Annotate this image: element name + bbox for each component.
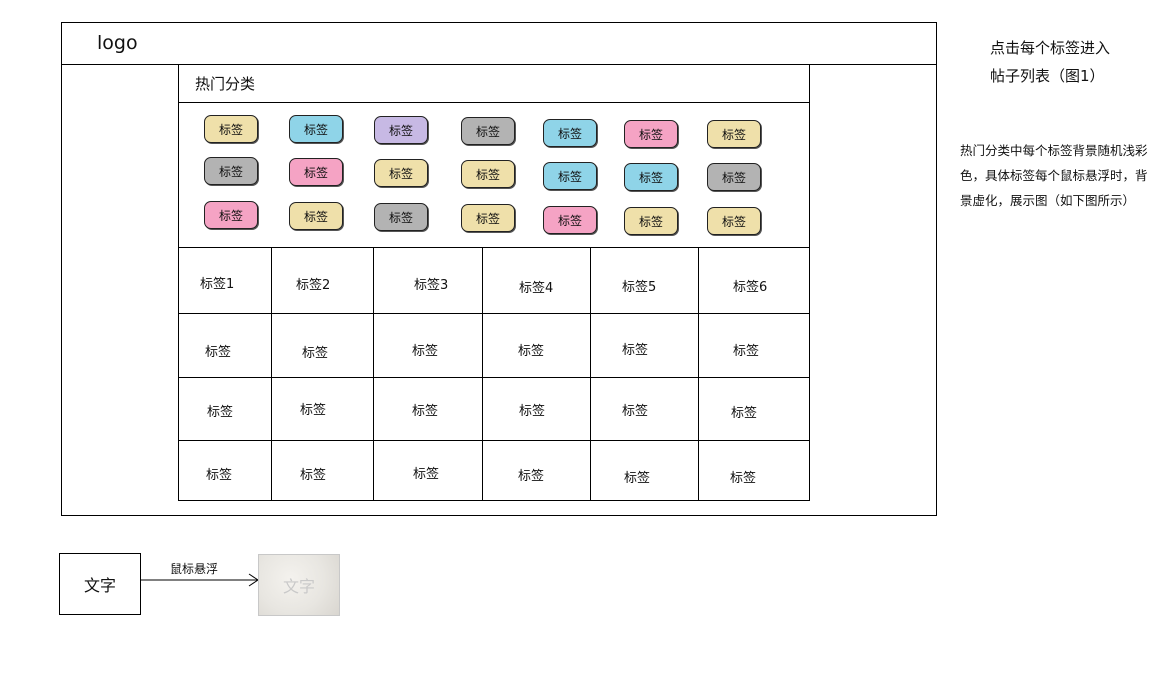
grid-tag[interactable]: 标签 [302,346,329,361]
grid-tag[interactable]: 标签 [518,469,545,484]
grid-tag[interactable]: 标签 [300,403,327,418]
annotation-side: 热门分类中每个标签背景随机浅彩色，具体标签每个鼠标悬浮时，背景虚化，展示图（如下… [960,143,1148,208]
tag-chip[interactable]: 标签 [289,158,343,186]
grid-tag[interactable]: 标签 [413,467,440,482]
tag-chip[interactable]: 标签 [707,163,761,191]
grid-divider [271,248,272,501]
tag-chip[interactable]: 标签 [624,207,678,235]
grid-tag[interactable]: 标签 [412,344,439,359]
tag-chip[interactable]: 标签 [461,160,515,188]
tag-chip[interactable]: 标签 [543,206,597,234]
grid-tag[interactable]: 标签 [730,471,757,486]
grid-tag[interactable]: 标签 [519,404,546,419]
tag-chip[interactable]: 标签 [374,116,428,144]
grid-tag[interactable]: 标签 [731,406,758,421]
tag-chip[interactable]: 标签 [374,203,428,231]
tag-chip[interactable]: 标签 [707,120,761,148]
grid-divider [178,377,809,378]
tag-chip[interactable]: 标签 [543,162,597,190]
arrow-right-icon [141,573,259,587]
grid-divider [698,248,699,501]
header-divider [62,64,936,65]
annotation-top-line2: 帖子列表（图1） [990,67,1105,85]
tag-chip[interactable]: 标签 [624,163,678,191]
panel-title: 热门分类 [195,75,256,93]
tag-chip[interactable]: 标签 [461,117,515,145]
grid-tag[interactable]: 标签 [300,468,327,483]
grid-tag[interactable]: 标签 [207,405,234,420]
grid-divider [590,248,591,501]
grid-tag[interactable]: 标签 [622,343,649,358]
demo-normal-tag[interactable]: 文字 [59,553,141,615]
grid-divider [482,248,483,501]
grid-tag[interactable]: 标签 [733,344,760,359]
demo-hover-tag[interactable]: 文字 [258,554,340,616]
panel-title-divider [178,102,810,103]
grid-tag[interactable]: 标签 [205,345,232,360]
grid-divider [178,313,809,314]
tag-chip[interactable]: 标签 [543,119,597,147]
hover-label: 鼠标悬浮 [170,562,219,576]
grid-header-tag[interactable]: 标签1 [200,277,235,292]
logo[interactable]: logo [97,32,138,54]
hot-categories-panel [178,64,810,501]
tag-chip[interactable]: 标签 [461,204,515,232]
grid-header-tag[interactable]: 标签5 [622,280,657,295]
tag-chip[interactable]: 标签 [204,115,258,143]
grid-header-tag[interactable]: 标签3 [414,278,449,293]
tag-chip[interactable]: 标签 [624,120,678,148]
grid-tag[interactable]: 标签 [624,471,651,486]
tag-chip[interactable]: 标签 [204,201,258,229]
grid-header-tag[interactable]: 标签2 [296,278,331,293]
annotation-top: 点击每个标签进入 帖子列表（图1） [990,34,1140,90]
grid-divider [373,248,374,501]
grid-tag[interactable]: 标签 [412,404,439,419]
tag-chip[interactable]: 标签 [707,207,761,235]
grid-header-tag[interactable]: 标签6 [733,280,768,295]
grid-tag[interactable]: 标签 [206,468,233,483]
tag-chip[interactable]: 标签 [289,202,343,230]
grid-divider [178,440,809,441]
page-frame [61,22,937,516]
tag-chip[interactable]: 标签 [204,157,258,185]
annotation-top-line1: 点击每个标签进入 [990,39,1111,57]
grid-header-tag[interactable]: 标签4 [519,281,554,296]
tag-chip[interactable]: 标签 [374,159,428,187]
tag-chip[interactable]: 标签 [289,115,343,143]
grid-tag[interactable]: 标签 [622,404,649,419]
grid-tag[interactable]: 标签 [518,344,545,359]
